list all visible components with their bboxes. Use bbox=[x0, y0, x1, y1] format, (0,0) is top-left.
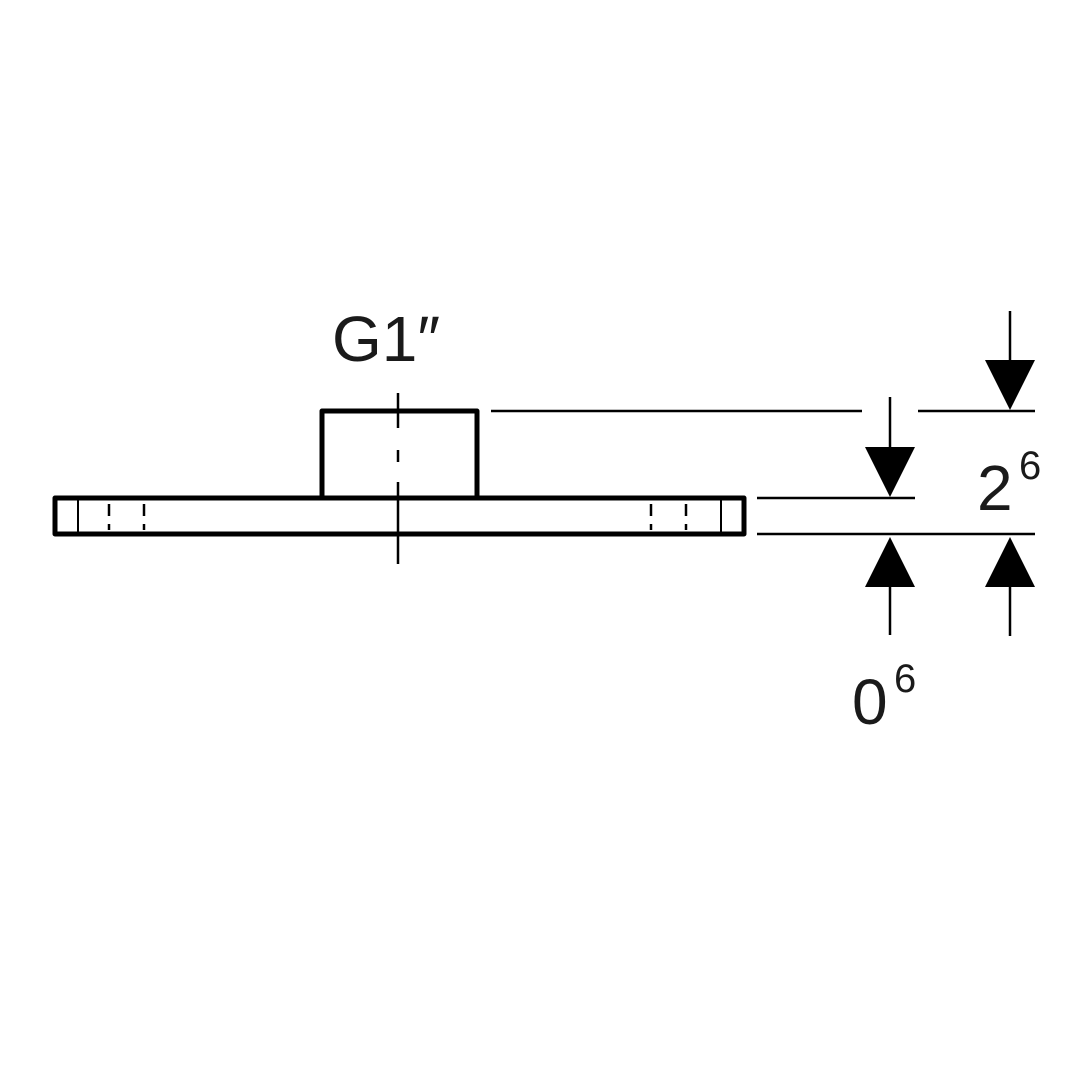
arrow-up-icon bbox=[985, 537, 1035, 587]
dimension-total-base: 2 bbox=[977, 452, 1013, 524]
dimension-plate-base: 0 bbox=[852, 666, 888, 738]
hidden-hole-lines bbox=[107, 504, 688, 530]
arrow-shafts bbox=[888, 311, 1012, 636]
extension-lines bbox=[491, 409, 1035, 536]
arrow-down-icon bbox=[985, 360, 1035, 410]
thread-label: G1″ bbox=[332, 303, 440, 375]
threaded-boss bbox=[319, 408, 480, 501]
arrow-up-icon bbox=[865, 537, 915, 587]
dimension-total-sup: 6 bbox=[1019, 444, 1041, 488]
arrow-down-icon bbox=[865, 447, 915, 497]
dimension-plate-sup: 6 bbox=[894, 657, 916, 701]
flange-plate bbox=[52, 495, 747, 537]
